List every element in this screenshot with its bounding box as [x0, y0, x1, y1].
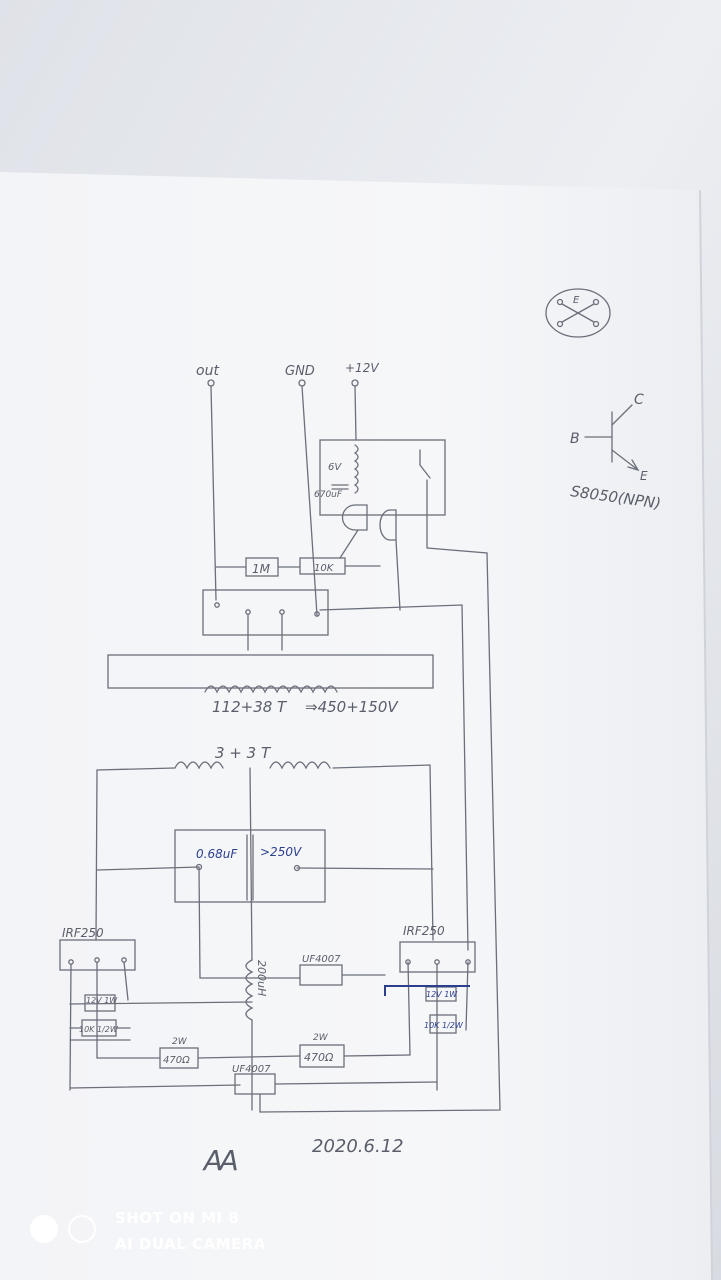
label-gate-res-right-power: 2W	[313, 1033, 329, 1043]
label-primary-winding: 3 + 3 T	[215, 744, 272, 762]
label-1m: 1M	[252, 562, 271, 576]
label-resistor-right: 10K 1/2W	[424, 1021, 464, 1030]
label-gate-res-left-value: 470Ω	[163, 1055, 190, 1066]
label-10k: 10K	[314, 563, 335, 574]
transistor-package-2	[379, 509, 397, 541]
transistor-package-1	[341, 504, 368, 531]
label-relay-capacitor: 670uF	[314, 490, 343, 500]
label-gate-res-right-value: 470Ω	[304, 1051, 334, 1064]
transformer-core	[107, 654, 434, 689]
pinout-circle	[545, 288, 611, 338]
output-board	[202, 589, 329, 636]
label-gate-res-left-power: 2W	[172, 1037, 188, 1047]
label-out: out	[196, 363, 219, 379]
watermark-dot-filled	[30, 1215, 58, 1243]
watermark-line2: AI DUAL CAMERA	[115, 1235, 266, 1253]
label-diode-top: UF4007	[302, 954, 341, 965]
label-zener-right: 12V 1W	[426, 990, 458, 999]
watermark-dot-outline	[68, 1215, 96, 1243]
label-capacitor-voltage: >250V	[260, 845, 302, 859]
label-diode-bottom: UF4007	[232, 1064, 271, 1075]
signature: Ꜳ	[202, 1144, 239, 1177]
watermark-line1: SHOT ON MI 8	[115, 1209, 240, 1227]
paper-sheet	[0, 172, 712, 1280]
capacitor-box	[174, 829, 326, 903]
label-resistor-left: 10K 1/2W	[79, 1025, 119, 1034]
label-date: 2020.6.12	[312, 1136, 404, 1157]
choke-coil	[245, 959, 254, 1021]
resistor-right-body	[429, 1014, 457, 1034]
label-transistor-b: B	[570, 431, 580, 447]
label-relay-voltage: 6V	[328, 462, 342, 473]
label-zener-left: 12V 1W	[86, 996, 118, 1005]
label-transistor-e: E	[640, 469, 648, 483]
label-transistor-c: C	[634, 392, 644, 408]
label-gnd: GND	[285, 364, 315, 379]
label-output-voltage: ⇒450+150V	[305, 698, 399, 716]
label-vcc: +12V	[345, 361, 379, 375]
primary-coil	[174, 761, 331, 770]
label-mosfet-left: IRF250	[62, 926, 104, 940]
label-pinout: E	[573, 295, 580, 306]
label-mosfet-right: IRF250	[403, 924, 445, 938]
label-capacitor-value: 0.68uF	[196, 847, 238, 861]
label-choke: 200uH	[255, 960, 268, 996]
label-secondary-winding: 112+38 T	[212, 698, 288, 716]
secondary-coil	[204, 685, 338, 694]
